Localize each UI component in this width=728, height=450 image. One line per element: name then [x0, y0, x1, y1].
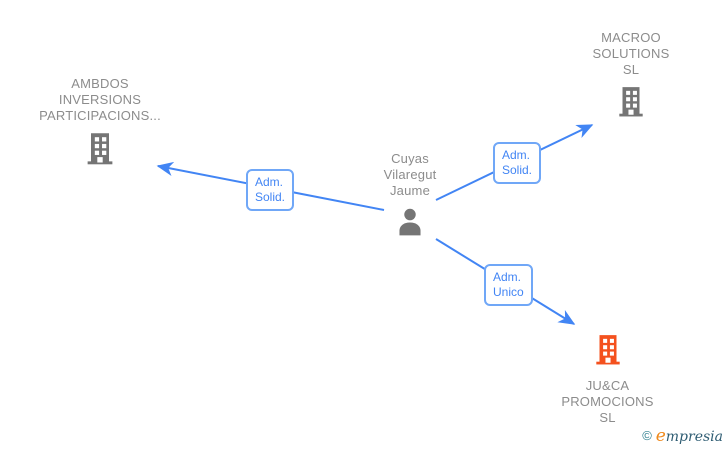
empresia-logo-text: empresia [655, 426, 723, 446]
edge-label-adm-solid-left: Adm. Solid. [246, 169, 295, 211]
edge-label-adm-unico: Adm. Unico [484, 264, 533, 306]
company-node-juca[interactable]: JU&CA PROMOCIONS SL [540, 333, 675, 426]
copyright-icon: © [642, 428, 652, 443]
edge-label-adm-solid-right: Adm. Solid. [493, 142, 542, 184]
person-icon [345, 206, 475, 243]
company-name: AMBDOS INVERSIONS PARTICIPACIONS... [39, 76, 161, 123]
person-node[interactable]: Cuyas Vilaregut Jaume [345, 151, 475, 243]
company-name: MACROO SOLUTIONS SL [592, 30, 670, 77]
person-name: Cuyas Vilaregut Jaume [383, 151, 437, 198]
company-node-ambdos[interactable]: AMBDOS INVERSIONS PARTICIPACIONS... [25, 76, 175, 172]
building-icon [566, 85, 696, 124]
company-node-macroo[interactable]: MACROO SOLUTIONS SL [566, 30, 696, 124]
building-icon [540, 333, 675, 372]
empresia-watermark[interactable]: © empresia [642, 427, 723, 446]
company-name: JU&CA PROMOCIONS SL [561, 378, 654, 425]
building-icon [25, 131, 175, 172]
